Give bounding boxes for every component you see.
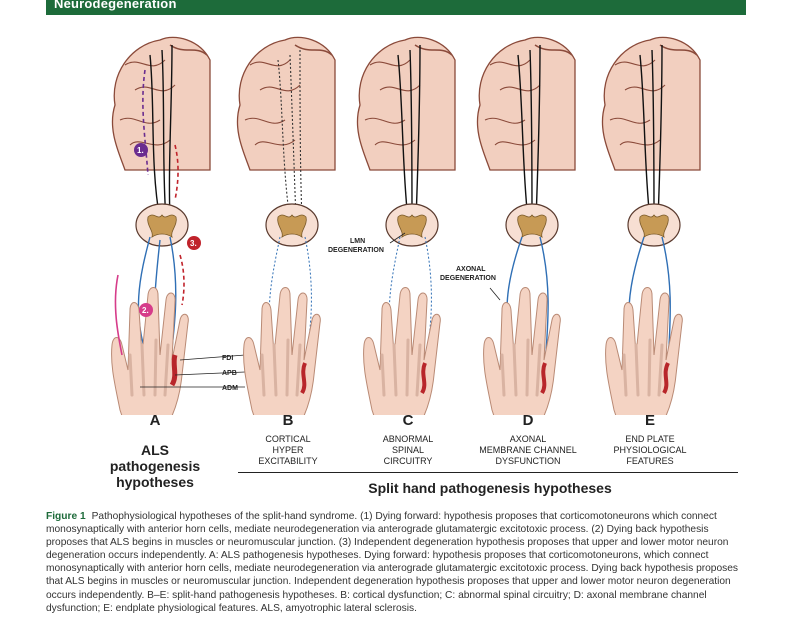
panel-e-title: END PLATE PHYSIOLOGICAL FEATURES	[590, 434, 710, 467]
caption-text: Pathophysiological hypotheses of the spl…	[46, 511, 738, 614]
marker-3: 3.	[190, 239, 197, 248]
apb-label: APB	[222, 370, 237, 377]
panel-d-line-1: AXONAL	[509, 434, 547, 444]
section-banner: Neurodegeneration	[46, 0, 746, 15]
panel-c-line-1: ABNORMAL	[382, 434, 434, 444]
panel-e-line-3: FEATURES	[626, 456, 674, 466]
panel-e-line-2: PHYSIOLOGICAL	[613, 445, 687, 455]
fdi-label: FDI	[222, 355, 233, 362]
panel-b-graphic	[236, 36, 336, 415]
panel-c-title: ABNORMAL SPINAL CIRCUITRY	[348, 434, 468, 467]
marker-2: 2.	[142, 306, 149, 315]
panel-c-line-2: SPINAL	[391, 445, 424, 455]
axonal-label-2: DEGENERATION	[440, 275, 496, 282]
panel-c-letter: C	[402, 412, 414, 429]
panel-d-graphic	[476, 36, 576, 415]
panel-e-line-1: END PLATE	[625, 434, 675, 444]
panel-c-line-3: CIRCUITRY	[383, 456, 433, 466]
panel-b-line-1: CORTICAL	[265, 434, 311, 444]
axonal-label: AXONAL	[456, 266, 486, 273]
panel-d-line-3: DYSFUNCTION	[495, 456, 561, 466]
split-hand-title: Split hand pathogenesis hypotheses	[368, 480, 612, 496]
figure-label: Figure 1	[46, 511, 86, 522]
panel-a-title-line-3: hypotheses	[116, 474, 194, 490]
panel-d-line-2: MEMBRANE CHANNEL	[479, 445, 577, 455]
panel-b-line-2: HYPER	[272, 445, 304, 455]
panel-a-title-line-1: ALS	[141, 442, 169, 458]
panel-b-letter: B	[282, 412, 294, 429]
split-hand-divider	[238, 472, 738, 474]
panel-a-title: ALS pathogenesis hypotheses	[80, 442, 230, 490]
panel-e-letter: E	[644, 412, 655, 429]
panel-d-title: AXONAL MEMBRANE CHANNEL DYSFUNCTION	[468, 434, 588, 467]
panel-b-line-3: EXCITABILITY	[258, 456, 318, 466]
lmn-label: LMN	[350, 238, 365, 245]
panel-a-graphic	[110, 36, 246, 415]
panel-a-letter: A	[149, 412, 161, 429]
figure-illustration: 1. 3. 2. FDI APB ADM LMN DEGENERATION AX…	[110, 36, 701, 415]
panel-e-graphic	[601, 36, 701, 415]
panel-d-letter: D	[522, 412, 534, 429]
adm-label: ADM	[222, 385, 238, 392]
panel-b-title: CORTICAL HYPER EXCITABILITY	[228, 434, 348, 467]
lmn-label-2: DEGENERATION	[328, 247, 384, 254]
section-title: Neurodegeneration	[54, 0, 177, 11]
panel-a-title-line-2: pathogenesis	[109, 458, 201, 474]
panel-c-graphic	[356, 36, 456, 415]
marker-1: 1.	[137, 146, 144, 155]
